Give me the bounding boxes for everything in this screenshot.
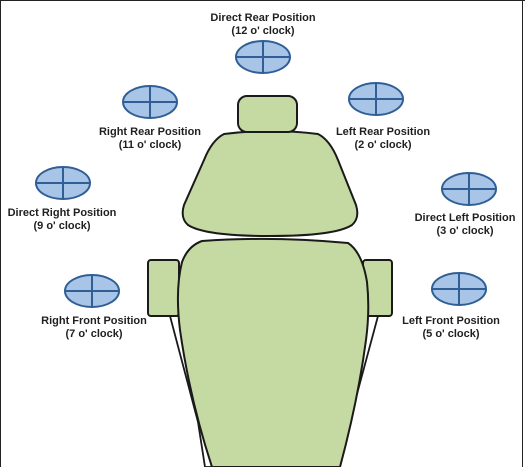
marker-right-rear-icon bbox=[123, 86, 177, 118]
position-title: Direct Right Position bbox=[8, 207, 117, 220]
marker-left-front-icon bbox=[432, 273, 486, 305]
position-clock: (12 o' clock) bbox=[210, 25, 315, 38]
marker-left-rear-icon bbox=[349, 83, 403, 115]
position-clock: (9 o' clock) bbox=[8, 220, 117, 233]
chair-headrest bbox=[238, 96, 297, 132]
position-clock: (5 o' clock) bbox=[402, 328, 500, 341]
chair-backrest bbox=[183, 131, 358, 236]
position-title: Left Rear Position bbox=[336, 126, 430, 139]
position-title: Left Front Position bbox=[402, 315, 500, 328]
position-title: Right Rear Position bbox=[99, 126, 201, 139]
label-right-front-position: Right Front Position (7 o' clock) bbox=[41, 315, 147, 341]
chair-seat bbox=[178, 239, 368, 467]
position-title: Direct Rear Position bbox=[210, 12, 315, 25]
position-title: Right Front Position bbox=[41, 315, 147, 328]
label-direct-right-position: Direct Right Position (9 o' clock) bbox=[8, 207, 117, 233]
position-clock: (3 o' clock) bbox=[415, 225, 516, 238]
position-title: Direct Left Position bbox=[415, 212, 516, 225]
marker-direct-left-icon bbox=[442, 173, 496, 205]
position-clock: (7 o' clock) bbox=[41, 328, 147, 341]
label-left-front-position: Left Front Position (5 o' clock) bbox=[402, 315, 500, 341]
position-clock: (2 o' clock) bbox=[336, 139, 430, 152]
label-left-rear-position: Left Rear Position (2 o' clock) bbox=[336, 126, 430, 152]
label-right-rear-position: Right Rear Position (11 o' clock) bbox=[99, 126, 201, 152]
marker-right-front-icon bbox=[65, 275, 119, 307]
marker-direct-right-icon bbox=[36, 167, 90, 199]
chair-left-armrest bbox=[148, 260, 179, 316]
label-direct-left-position: Direct Left Position (3 o' clock) bbox=[415, 212, 516, 238]
label-direct-rear-position: Direct Rear Position (12 o' clock) bbox=[210, 12, 315, 38]
marker-direct-rear-icon bbox=[236, 41, 290, 73]
position-clock: (11 o' clock) bbox=[99, 139, 201, 152]
